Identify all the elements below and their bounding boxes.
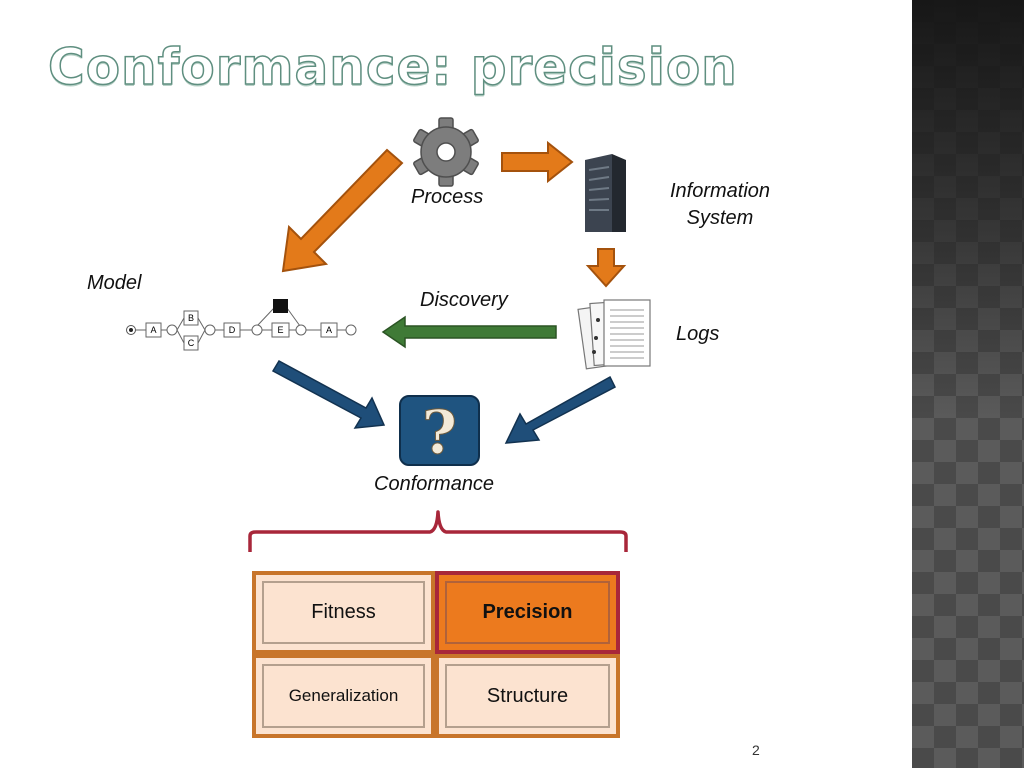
process-label: Process (411, 186, 484, 208)
logs-label: Logs (676, 323, 720, 345)
model-node-a: A (150, 325, 156, 335)
fitness-cell: Fitness (252, 571, 435, 654)
model-to-conformance-arrow (271, 359, 386, 429)
model-node-d: D (229, 325, 236, 335)
model-node-e: E (277, 325, 283, 335)
model-node-a-end: A (326, 325, 332, 335)
curly-brace (248, 510, 628, 552)
generalization-cell: Generalization (252, 654, 435, 738)
process-mining-diagram: A B C D E A ? (126, 117, 651, 552)
side-decoration-panel (912, 0, 1024, 768)
discovery-arrow (381, 315, 557, 349)
model-node-b: B (188, 313, 194, 323)
information-system-label: Information System (669, 180, 771, 229)
process-to-model-arrow (281, 148, 404, 273)
documents-icon (577, 299, 651, 370)
process-model-petri-net: A B C D E A (126, 299, 357, 351)
gear-icon (413, 117, 479, 187)
model-label: Model (87, 272, 142, 294)
structure-cell: Structure (435, 654, 620, 738)
logs-to-conformance-arrow (504, 375, 616, 444)
system-to-logs-arrow (585, 248, 627, 288)
question-icon: ? (399, 395, 480, 469)
model-node-c: C (188, 338, 195, 348)
discovery-label: Discovery (420, 289, 508, 311)
slide-title: Conformance: precision (47, 37, 738, 97)
page-number: 2 (752, 742, 760, 758)
precision-cell: Precision (435, 571, 620, 654)
process-to-system-arrow (501, 140, 574, 184)
question-mark-glyph: ? (422, 398, 457, 468)
server-icon (585, 154, 626, 232)
conformance-label: Conformance (374, 473, 495, 495)
